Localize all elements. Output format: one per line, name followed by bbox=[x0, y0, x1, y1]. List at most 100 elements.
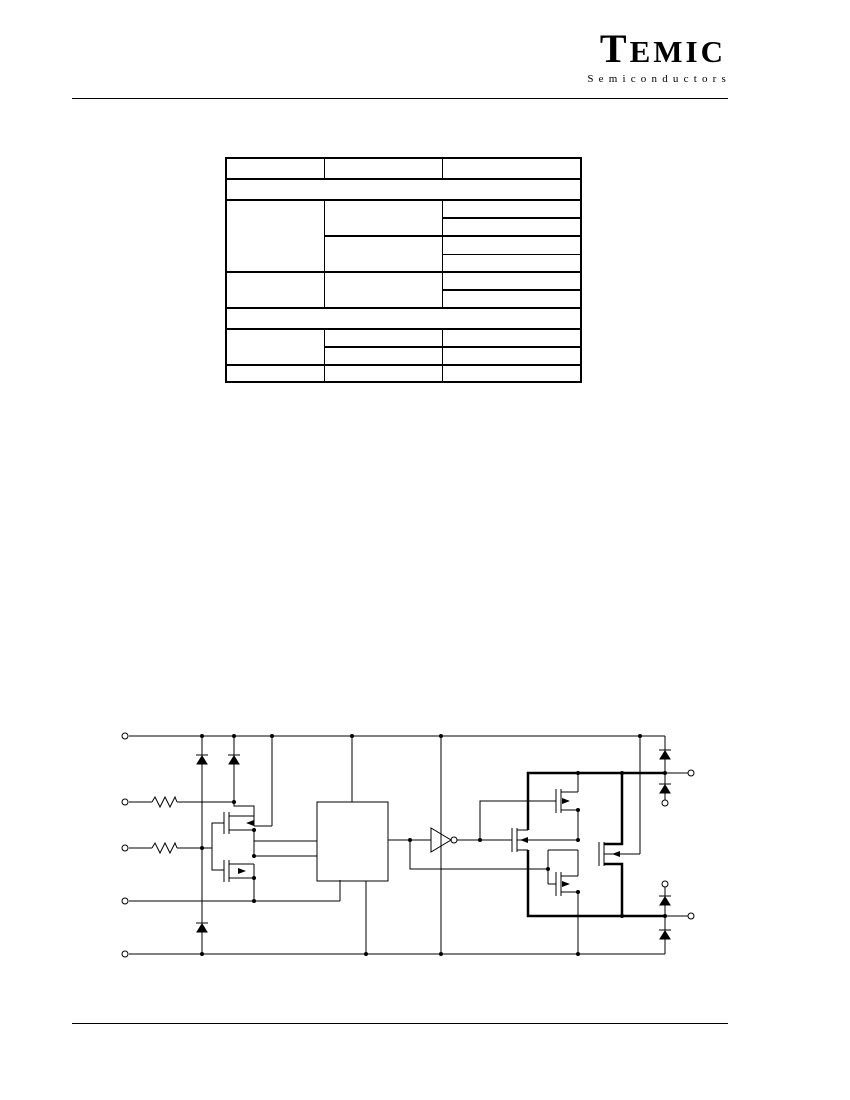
table-row bbox=[226, 253, 582, 273]
junction-dot bbox=[252, 828, 256, 832]
table-cell bbox=[225, 178, 582, 201]
temic-logo: TEMIC Semiconductors bbox=[587, 29, 726, 86]
junction-dot bbox=[663, 771, 667, 775]
terminal-out-1 bbox=[687, 769, 695, 777]
terminal-in-1 bbox=[121, 798, 129, 806]
transistor-arrow bbox=[562, 798, 570, 804]
junction-dot bbox=[576, 838, 580, 842]
diode-symbol bbox=[228, 755, 240, 765]
transistor-arrow bbox=[246, 820, 254, 826]
junction-dot bbox=[478, 838, 482, 842]
table-cell bbox=[442, 271, 582, 291]
brand-subtitle: Semiconductors bbox=[587, 73, 731, 85]
table-row bbox=[225, 271, 582, 309]
table-cell bbox=[442, 328, 582, 348]
table-row bbox=[226, 346, 582, 366]
junction-dot bbox=[439, 952, 443, 956]
junction-dot bbox=[252, 876, 256, 880]
terminal-gnd bbox=[121, 950, 129, 958]
gate-wire bbox=[479, 800, 556, 840]
table-cell bbox=[442, 157, 582, 180]
table-row bbox=[226, 289, 582, 309]
table-cell bbox=[225, 307, 582, 330]
diode-symbol bbox=[196, 923, 208, 933]
table-cell bbox=[442, 289, 582, 309]
output-low-path bbox=[526, 850, 665, 918]
diode-symbol bbox=[196, 755, 208, 765]
diode-symbol bbox=[659, 930, 671, 940]
junction-dot bbox=[200, 734, 204, 738]
junction-dot bbox=[252, 899, 256, 903]
resistor-2 bbox=[151, 841, 178, 855]
junction-dot bbox=[232, 734, 236, 738]
table-header-row bbox=[225, 157, 582, 180]
table-row bbox=[225, 199, 582, 273]
diode-symbol bbox=[659, 784, 671, 794]
table-cell bbox=[442, 199, 582, 219]
terminal-out-2b bbox=[661, 880, 669, 888]
junction-dot bbox=[200, 846, 204, 850]
output-mid-path-2 bbox=[604, 862, 624, 916]
table-cell bbox=[442, 346, 582, 366]
spec-table bbox=[225, 157, 582, 383]
junction-dot bbox=[200, 952, 204, 956]
table-row bbox=[225, 328, 582, 366]
junction-dot bbox=[576, 771, 580, 775]
logic-block bbox=[316, 801, 389, 882]
junction-dot bbox=[576, 952, 580, 956]
table-cell bbox=[324, 328, 443, 348]
table-section-row bbox=[225, 178, 582, 201]
brand-initial: T bbox=[599, 26, 630, 71]
table-section-row bbox=[225, 307, 582, 330]
diode-symbol bbox=[659, 750, 671, 760]
junction-dot bbox=[350, 734, 354, 738]
brand-rest: EMIC bbox=[629, 34, 726, 69]
feedback-wire bbox=[409, 840, 548, 870]
table-cell bbox=[324, 271, 443, 309]
terminal-in-2 bbox=[121, 844, 129, 852]
junction-dot bbox=[232, 800, 236, 804]
junction-dot bbox=[620, 771, 624, 775]
terminal-vdd bbox=[121, 732, 129, 740]
diode-symbol bbox=[659, 896, 671, 906]
brand-name: TEMIC bbox=[587, 29, 726, 69]
table-cell bbox=[324, 199, 443, 237]
table-cell bbox=[324, 157, 443, 180]
transistor-arrow bbox=[612, 851, 620, 857]
transistor-arrow bbox=[562, 881, 570, 887]
table-row bbox=[226, 217, 582, 237]
table-row bbox=[225, 364, 582, 383]
junction-dot bbox=[576, 890, 580, 894]
junction-dot bbox=[663, 914, 667, 918]
footer-rule bbox=[72, 1023, 728, 1024]
junction-dot bbox=[576, 808, 580, 812]
junction-dot bbox=[408, 838, 412, 842]
table-cell bbox=[324, 364, 443, 383]
output-high-path bbox=[526, 771, 665, 830]
resistor-1 bbox=[151, 795, 178, 809]
junction-dot bbox=[439, 734, 443, 738]
junction-dot bbox=[620, 914, 624, 918]
transistor-arrow bbox=[520, 837, 528, 843]
junction-dot bbox=[546, 867, 550, 871]
junction-dot bbox=[364, 952, 368, 956]
output-mid-path bbox=[604, 773, 624, 846]
junction-dot bbox=[252, 854, 256, 858]
table-cell bbox=[225, 271, 325, 309]
table-cell bbox=[442, 364, 582, 383]
table-cell bbox=[442, 253, 582, 273]
transistor-arrow bbox=[238, 868, 246, 874]
gate-link bbox=[211, 822, 224, 871]
junction-dot bbox=[638, 734, 642, 738]
terminal-out-2 bbox=[687, 912, 695, 920]
junction-dot bbox=[270, 734, 274, 738]
table-row bbox=[226, 235, 582, 273]
terminal-out-1b bbox=[661, 799, 669, 807]
terminal-in-3 bbox=[121, 897, 129, 905]
table-cell bbox=[324, 346, 443, 366]
table-cell bbox=[442, 217, 582, 237]
table-cell bbox=[225, 199, 325, 273]
header-rule bbox=[72, 98, 728, 99]
table-cell bbox=[324, 235, 443, 273]
